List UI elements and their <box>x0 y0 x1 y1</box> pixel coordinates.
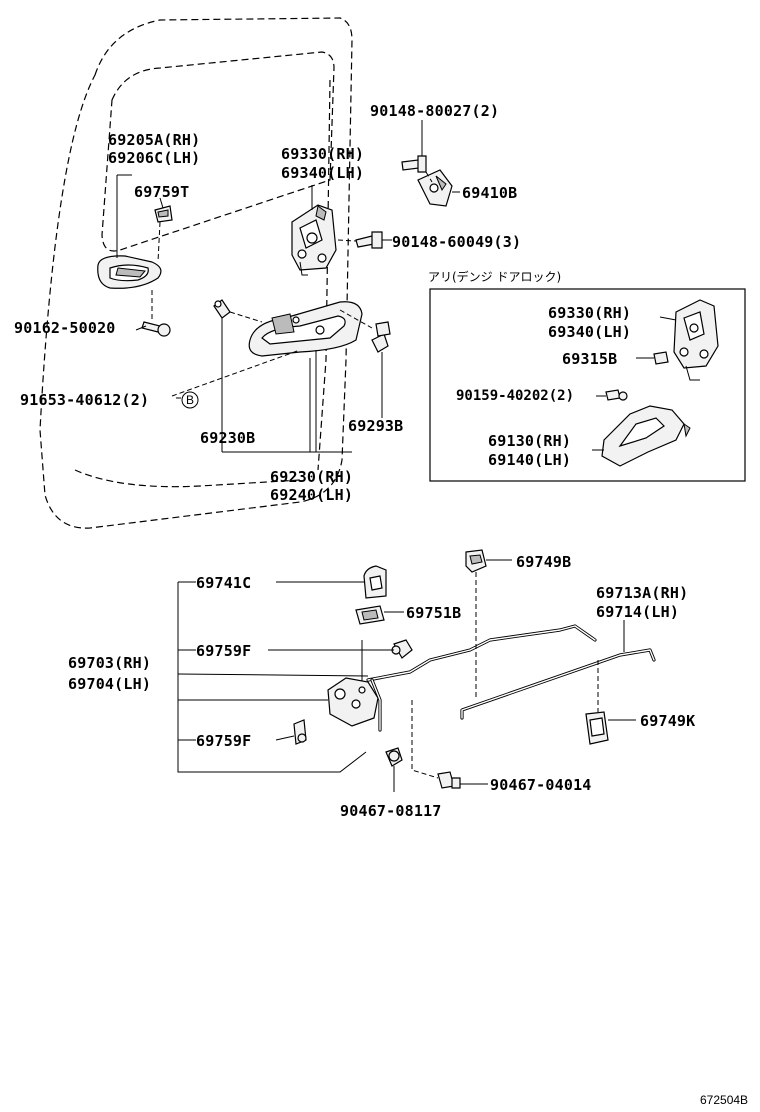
diagram-code: 672504B <box>700 1093 748 1107</box>
leader-lines-top <box>116 120 460 453</box>
label-69741c: 69741C <box>196 574 251 592</box>
label-box-69130: 69130(RH) <box>488 432 571 450</box>
screw-90162-50020 <box>141 321 171 337</box>
leader-lines-lower <box>177 559 636 792</box>
label-90467-08117: 90467-08117 <box>340 802 442 820</box>
label-electric-lock-note: アリ(デンジ ドアロック) <box>428 269 561 284</box>
bolt-90148-60049 <box>355 231 383 249</box>
door-outline <box>39 17 353 529</box>
label-69240lh: 69240(LH) <box>270 486 353 504</box>
label-69759f-top: 69759F <box>196 642 251 660</box>
label-69713a: 69713A(RH) <box>596 584 688 602</box>
bolt-90148-80027 <box>401 155 427 173</box>
label-69205a: 69205A(RH) <box>108 131 200 149</box>
label-69330-top: 69330(RH) <box>281 145 364 163</box>
striker-69410b <box>417 169 453 207</box>
label-91653-40612: 91653-40612(2) <box>20 391 149 409</box>
label-69230rh: 69230(RH) <box>270 468 353 486</box>
lock-rods-assembly <box>293 549 656 789</box>
label-69206c: 69206C(LH) <box>108 149 200 167</box>
reference-marker-b: B <box>181 391 199 409</box>
marker-b-text: B <box>186 393 194 407</box>
label-90467-04014: 90467-04014 <box>490 776 592 794</box>
label-69293b: 69293B <box>348 417 403 435</box>
label-69340-top: 69340(LH) <box>281 164 364 182</box>
clip-69293b <box>371 321 391 353</box>
label-69759f-lower: 69759F <box>196 732 251 750</box>
label-69749b: 69749B <box>516 553 571 571</box>
label-box-90159: 90159-40202(2) <box>456 388 574 404</box>
label-69230b: 69230B <box>200 429 255 447</box>
label-69714: 69714(LH) <box>596 603 679 621</box>
door-lock-assembly <box>291 204 337 276</box>
label-69751b: 69751B <box>406 604 461 622</box>
electric-door-lock-box <box>429 288 746 482</box>
label-box-69330: 69330(RH) <box>548 304 631 322</box>
label-69410b: 69410B <box>462 184 517 202</box>
clip-69759t <box>154 205 173 223</box>
outside-handle <box>248 301 363 357</box>
label-69759t: 69759T <box>134 183 189 201</box>
label-box-69315b: 69315B <box>562 350 617 368</box>
label-box-69140: 69140(LH) <box>488 451 571 469</box>
inside-handle <box>97 255 162 289</box>
label-69704: 69704(LH) <box>68 675 151 693</box>
label-90162-50020: 90162-50020 <box>14 319 116 337</box>
label-90148-80027: 90148-80027(2) <box>370 102 499 120</box>
label-90148-60049: 90148-60049(3) <box>392 233 521 251</box>
label-69703: 69703(RH) <box>68 654 151 672</box>
part-labels: 90148-80027(2) 69205A(RH) 69206C(LH) 693… <box>14 102 748 1107</box>
lock-cylinder-69230b <box>213 299 231 319</box>
label-box-69340: 69340(LH) <box>548 323 631 341</box>
label-69749k: 69749K <box>640 712 695 730</box>
